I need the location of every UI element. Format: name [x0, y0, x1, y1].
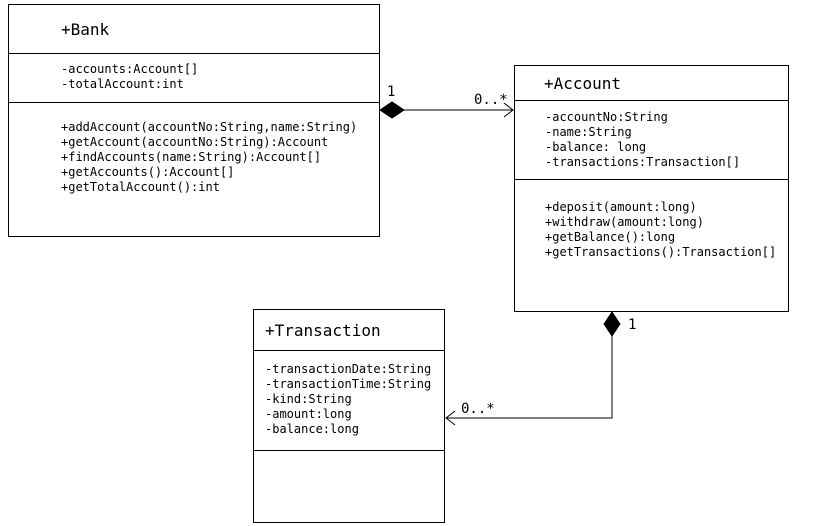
- bank-multiplicity: 1: [387, 84, 396, 100]
- transaction-class-name: +Transaction: [265, 320, 381, 340]
- account-attribute: -accountNo:String: [545, 110, 668, 124]
- account-attribute: -transactions:Transaction[]: [545, 155, 741, 169]
- transaction-attribute: -kind:String: [265, 392, 352, 406]
- account-class[interactable]: +Account -accountNo:String -name:String …: [514, 65, 789, 312]
- account-attributes: -accountNo:String -name:String -balance:…: [515, 100, 788, 179]
- account-name-compartment: +Account: [515, 66, 788, 100]
- account-attribute: -name:String: [545, 125, 632, 139]
- transaction-attribute: -balance:long: [265, 422, 359, 436]
- transaction-class[interactable]: +Transaction -transactionDate:String -tr…: [253, 309, 445, 523]
- bank-attribute: -totalAccount:int: [61, 77, 184, 91]
- transaction-attributes: -transactionDate:String -transactionTime…: [254, 350, 444, 450]
- bank-operation: +getTotalAccount():int: [61, 180, 220, 194]
- account-class-name: +Account: [544, 73, 622, 93]
- account-owner-multiplicity: 1: [628, 317, 637, 333]
- bank-name-compartment: +Bank: [9, 5, 379, 53]
- account-operation: +getTransactions():Transaction[]: [545, 245, 777, 259]
- bank-attribute: -accounts:Account[]: [61, 62, 199, 76]
- transaction-multiplicity: 0..*: [461, 401, 495, 417]
- composition-diamond-icon: [379, 101, 405, 119]
- account-operation: +getBalance():long: [545, 230, 676, 244]
- transaction-attribute: -transactionTime:String: [265, 377, 432, 391]
- transaction-operations: [254, 450, 444, 451]
- bank-operation: +getAccounts():Account[]: [61, 165, 235, 179]
- account-attribute: -balance: long: [545, 140, 647, 154]
- account-multiplicity: 0..*: [474, 92, 508, 108]
- bank-operations: +addAccount(accountNo:String,name:String…: [9, 102, 379, 195]
- open-arrowhead-icon: [445, 410, 456, 426]
- transaction-name-compartment: +Transaction: [254, 310, 444, 350]
- transaction-attribute: -amount:long: [265, 407, 352, 421]
- account-operation: +deposit(amount:long): [545, 200, 697, 214]
- bank-operation: +findAccounts(name:String):Account[]: [61, 150, 322, 164]
- composition-diamond-icon: [603, 311, 621, 337]
- bank-attributes: -accounts:Account[] -totalAccount:int: [9, 53, 379, 102]
- bank-class-name: +Bank: [61, 19, 110, 39]
- bank-operation: +addAccount(accountNo:String,name:String…: [61, 120, 358, 134]
- bank-class[interactable]: +Bank -accounts:Account[] -totalAccount:…: [8, 4, 380, 237]
- bank-operation: +getAccount(accountNo:String):Account: [61, 135, 329, 149]
- account-operation: +withdraw(amount:long): [545, 215, 704, 229]
- account-operations: +deposit(amount:long) +withdraw(amount:l…: [515, 179, 788, 260]
- transaction-attribute: -transactionDate:String: [265, 362, 432, 376]
